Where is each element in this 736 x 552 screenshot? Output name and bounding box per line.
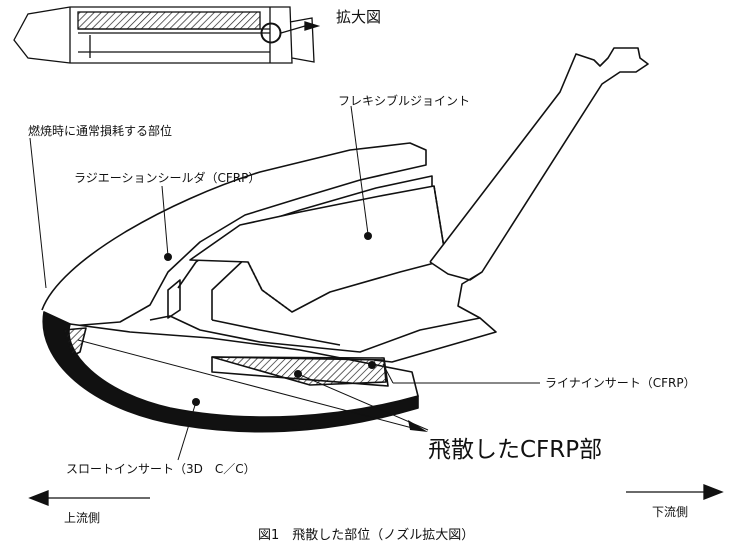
upstream-arrow: [28, 490, 150, 506]
nozzle-section: [41, 47, 649, 433]
flexible-joint-label: フレキシブルジョイント: [338, 94, 471, 108]
downstream-arrow: [626, 484, 724, 500]
scattered-cfrp-label: 飛散したCFRP部: [428, 437, 603, 463]
throat-insert-label: スロートインサート（3D C／C）: [66, 462, 256, 476]
magnified-view-label: 拡大図: [336, 8, 382, 26]
leader-dots: [164, 232, 428, 432]
combustion-wear-label: 燃焼時に通常損耗する部位: [28, 124, 173, 138]
downstream-label: 下流側: [652, 505, 689, 519]
upstream-label: 上流側: [64, 511, 101, 525]
motor-overview: [13, 6, 321, 64]
figure-caption: 図1 飛散した部位（ノズル拡大図）: [258, 528, 475, 543]
radiation-shield-label: ラジエーションシールダ（CFRP）: [74, 171, 261, 185]
liner-insert-label: ライナインサート（CFRP）: [545, 376, 696, 390]
leader-lines: [29, 105, 540, 461]
